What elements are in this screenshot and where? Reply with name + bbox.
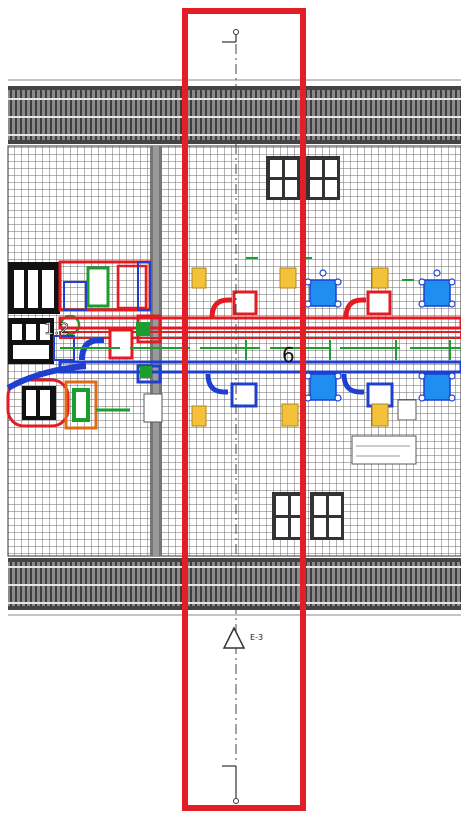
top-wall-band [8, 86, 461, 144]
section-marker-label: E-3 [250, 633, 263, 642]
equipment-tags [191, 267, 389, 427]
return-duct [6, 337, 461, 408]
diffuser-3 [304, 372, 342, 402]
section-marker-triangle-icon[interactable] [222, 626, 246, 649]
selection-highlight[interactable] [182, 8, 306, 811]
supply-duct [58, 290, 461, 360]
diffuser-1 [304, 269, 342, 308]
structural-column-line [150, 146, 162, 556]
bottom-wall-band [8, 558, 461, 610]
diffuser-4 [418, 372, 456, 402]
grid-number-label: 6 [282, 343, 295, 367]
mechanical-room [6, 260, 152, 430]
ceiling-grid [7, 145, 461, 557]
skylight-top-right [306, 156, 340, 200]
room-tag-label: 1.2 [44, 319, 69, 338]
green-branch-lines [60, 257, 461, 412]
diffuser-2 [418, 269, 456, 308]
skylight-top-left [266, 156, 300, 200]
annotation-boxes [143, 393, 417, 465]
building-outline [8, 79, 461, 616]
skylight-bottom-right [310, 492, 344, 540]
